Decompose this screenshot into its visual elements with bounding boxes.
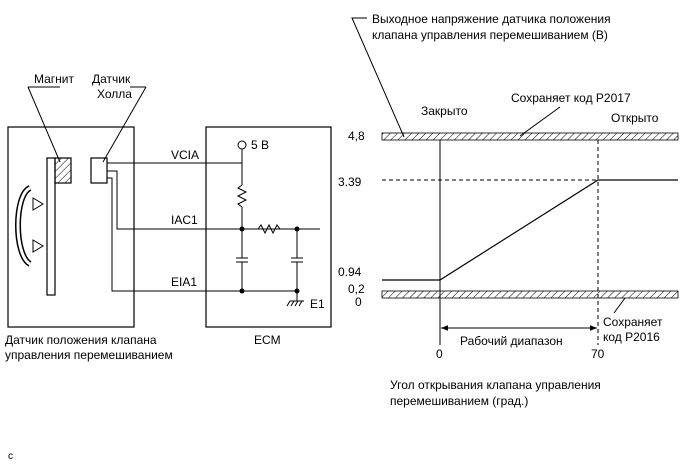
label-working-range: Рабочий диапазон [460,334,563,348]
p2016-leader [613,297,626,314]
pin-iac1-label: IAC1 [171,213,198,227]
magnet-element [54,157,72,184]
sensor-caption-line2: управления перемешиванием [5,348,173,362]
sensor-assembly [7,86,147,328]
upper-hatched-band [381,132,679,141]
graph-y-title-line1: Выходное напряжение датчика положения [372,12,611,26]
voltage-characteristic-line [382,179,678,281]
pin-vcia-label: VCIA [171,148,199,162]
y-title-leader [351,17,405,138]
supply-voltage-label: 5 В [251,138,269,152]
pin-e1-label: E1 [310,297,325,311]
wiring [107,162,320,292]
pin-eia1-label: EIA1 [171,275,197,289]
supply-terminal-icon [237,140,247,150]
p2017-leader [519,106,561,137]
label-closed: Закрыто [421,104,468,118]
hall-element [90,157,108,184]
hall-label-line1: Датчик [92,72,131,86]
y-tick-339: 3.39 [338,175,362,189]
junction-dots [239,226,300,294]
working-range-bg [454,333,580,349]
sensor-caption-line1: Датчик положения клапана [5,333,157,347]
y-tick-48: 4,8 [348,129,365,143]
footer-mark: c [8,451,13,462]
ground-icon [286,300,304,307]
pullup-resistor-icon [236,184,248,208]
y-tick-0: 0 [355,295,362,309]
x-tick-0: 0 [436,347,443,361]
label-stores-p2016-line2: код P2016 [603,330,660,344]
graph-x-title-line2: перемешиванием (град.) [390,394,528,408]
sensor-housing [7,126,135,328]
series-resistor-icon [257,223,281,235]
label-open: Открыто [611,111,659,125]
lower-hatched-band [381,290,679,299]
graph-y-title-line2: клапана управления перемешиванием (В) [372,28,608,42]
x-tick-70: 70 [591,347,605,361]
y-tick-094: 0.94 [338,265,362,279]
graph-x-title-line1: Угол открывания клапана управления [390,378,601,392]
rotation-arrow-icon [15,185,44,267]
valve-shaft [46,157,56,296]
magnet-label: Магнит [34,72,75,86]
y-tick-02: 0,2 [348,282,365,296]
ecm-box [205,126,332,328]
label-stores-p2016-line1: Сохраняет [603,315,663,329]
label-stores-p2017: Сохраняет код P2017 [511,91,631,105]
hall-label-line2: Холла [97,87,132,101]
ecm-circuit [236,140,304,307]
ecm-label: ECM [254,333,281,347]
